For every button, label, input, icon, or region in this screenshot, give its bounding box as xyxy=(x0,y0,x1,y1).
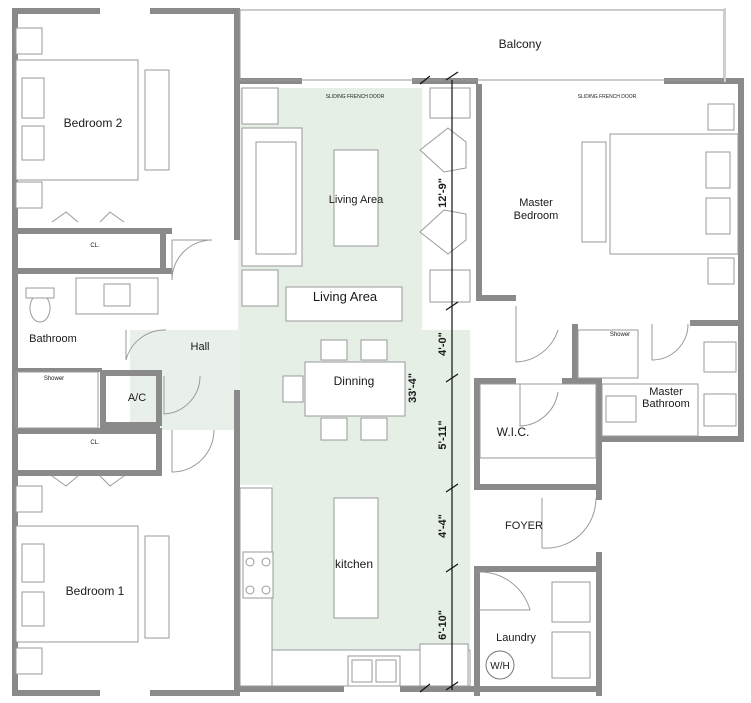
dinning-label: Dinning xyxy=(334,374,375,388)
master-bathroom-label-1: Master xyxy=(649,386,683,398)
living-area-banner: Living Area xyxy=(313,289,378,304)
sliding-door-left-label: SLIDING FRENCH DOOR xyxy=(326,94,385,100)
balcony-label: Balcony xyxy=(499,37,542,51)
closet-top-label: CL. xyxy=(90,243,100,249)
balcony-outline xyxy=(239,9,725,81)
bedroom2-label: Bedroom 2 xyxy=(64,116,123,130)
dim-label-1: 12'-9" xyxy=(437,178,449,208)
dim-label-4: 5'-11" xyxy=(437,420,449,449)
foyer-label: FOYER xyxy=(505,520,543,532)
master-bedroom-label-1: Master xyxy=(519,197,553,209)
bathroom-label: Bathroom xyxy=(29,333,77,345)
walls xyxy=(12,8,744,696)
dim-label-2: 4'-0" xyxy=(437,332,449,356)
laundry-label: Laundry xyxy=(496,632,536,644)
closet-bottom-label: CL. xyxy=(90,440,100,446)
kitchen-label: kitchen xyxy=(335,557,373,571)
dim-label-5: 4'-4" xyxy=(437,514,449,538)
wh-label: W/H xyxy=(490,661,509,672)
master-bedroom-label-2: Bedroom xyxy=(514,210,559,222)
dim-label-6: 6'-10" xyxy=(437,610,449,640)
bedroom1-label: Bedroom 1 xyxy=(66,584,125,598)
shower-right-label: Shower xyxy=(610,332,630,338)
wic-label: W.I.C. xyxy=(497,425,530,439)
living-area-label: Living Area xyxy=(329,194,384,206)
furniture xyxy=(15,27,739,687)
master-bathroom-label-2: Bathroom xyxy=(642,398,690,410)
hall-label: Hall xyxy=(191,341,210,353)
dimension-lines xyxy=(419,71,459,693)
ac-label: A/C xyxy=(128,392,146,404)
dim-label-3: 33'-4" xyxy=(407,373,419,403)
doors xyxy=(51,211,689,611)
hall-zone xyxy=(130,330,240,430)
sliding-door-right-label: SLIDING FRENCH DOOR xyxy=(578,94,637,100)
shower-left-label: Shower xyxy=(44,376,64,382)
water-heater-symbol xyxy=(485,650,515,680)
